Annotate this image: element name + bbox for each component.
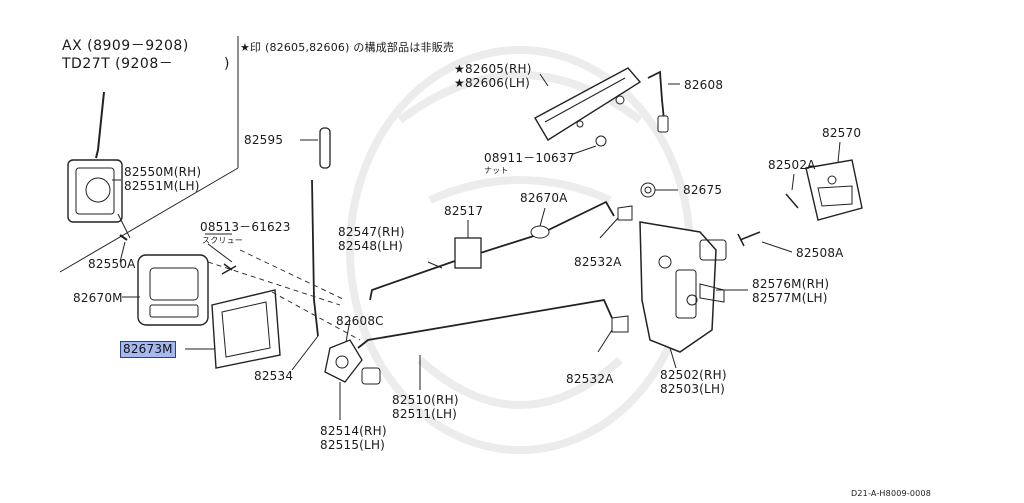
part-label-82576M[interactable]: 82576M(RH) — [752, 277, 830, 291]
applicability-line-1: AX (8909－9208) — [62, 38, 189, 54]
screw-caption: スクリュー — [202, 236, 243, 245]
part-label-82670M[interactable]: 82670M — [73, 291, 123, 305]
actuator-82550M — [67, 91, 131, 239]
part-label-82577M[interactable]: 82577M(LH) — [752, 291, 828, 305]
inset-divider-diagonal — [59, 167, 239, 273]
lock-rod-82510 — [357, 298, 613, 349]
lock-rod-82547 — [369, 200, 615, 301]
part-label-82608[interactable]: 82608 — [684, 78, 724, 92]
part-label-82515[interactable]: 82515(LH) — [320, 438, 386, 452]
part-label-82511[interactable]: 82511(LH) — [392, 407, 458, 421]
part-label-82608C[interactable]: 82608C — [336, 314, 384, 328]
clip-82517 — [454, 237, 482, 269]
part-label-82606[interactable]: ★82606(LH) — [454, 76, 531, 90]
part-label-82532A-upper[interactable]: 82532A — [574, 255, 622, 269]
part-label-82605[interactable]: ★82605(RH) — [454, 62, 532, 76]
part-label-82673M-highlighted[interactable]: 82673M — [120, 341, 176, 358]
part-label-82502[interactable]: 82502(RH) — [660, 368, 727, 382]
part-label-82508A[interactable]: 82508A — [796, 246, 844, 260]
part-label-82550A[interactable]: 82550A — [88, 257, 136, 271]
door-lock-82502 — [639, 221, 727, 353]
part-label-82547[interactable]: 82547(RH) — [338, 225, 405, 239]
inner-handle-82670M — [137, 254, 209, 326]
escutcheon-82673M — [211, 289, 281, 369]
part-label-82675[interactable]: 82675 — [683, 183, 723, 197]
outside-handle-82605 — [534, 67, 642, 141]
diagram-code: D21-A-H8009-0008 — [851, 489, 932, 498]
grommet-82670A — [530, 225, 550, 239]
striker-82570 — [805, 159, 863, 221]
part-label-82551M[interactable]: 82551M(LH) — [124, 179, 200, 193]
lock-rod-82534 — [311, 179, 319, 337]
part-label-82595[interactable]: 82595 — [244, 133, 284, 147]
part-label-82532A-lower[interactable]: 82532A — [566, 372, 614, 386]
part-label-82534[interactable]: 82534 — [254, 369, 294, 383]
part-label-08911[interactable]: 08911－10637 — [484, 151, 575, 165]
non-sale-note: ★印 (82605,82606) の構成部品は非販売 — [240, 41, 455, 54]
bellcrank-82514 — [324, 339, 381, 420]
nut-caption: ナット — [484, 166, 509, 175]
part-label-82510[interactable]: 82510(RH) — [392, 393, 459, 407]
rod-82608 — [647, 70, 665, 121]
applicability-close-bracket: ) — [224, 56, 230, 72]
part-label-82514[interactable]: 82514(RH) — [320, 424, 387, 438]
part-label-82548[interactable]: 82548(LH) — [338, 239, 404, 253]
part-label-82670A[interactable]: 82670A — [520, 191, 568, 205]
part-label-08513[interactable]: 08513－61623 — [200, 220, 291, 234]
part-label-82502A[interactable]: 82502A — [768, 158, 816, 172]
part-label-82550M[interactable]: 82550M(RH) — [124, 165, 202, 179]
part-label-82517[interactable]: 82517 — [444, 204, 484, 218]
applicability-line-2: TD27T (9208－ — [62, 56, 174, 72]
part-label-82570[interactable]: 82570 — [822, 126, 862, 140]
lock-knob-82595 — [319, 127, 331, 169]
part-label-82503[interactable]: 82503(LH) — [660, 382, 726, 396]
